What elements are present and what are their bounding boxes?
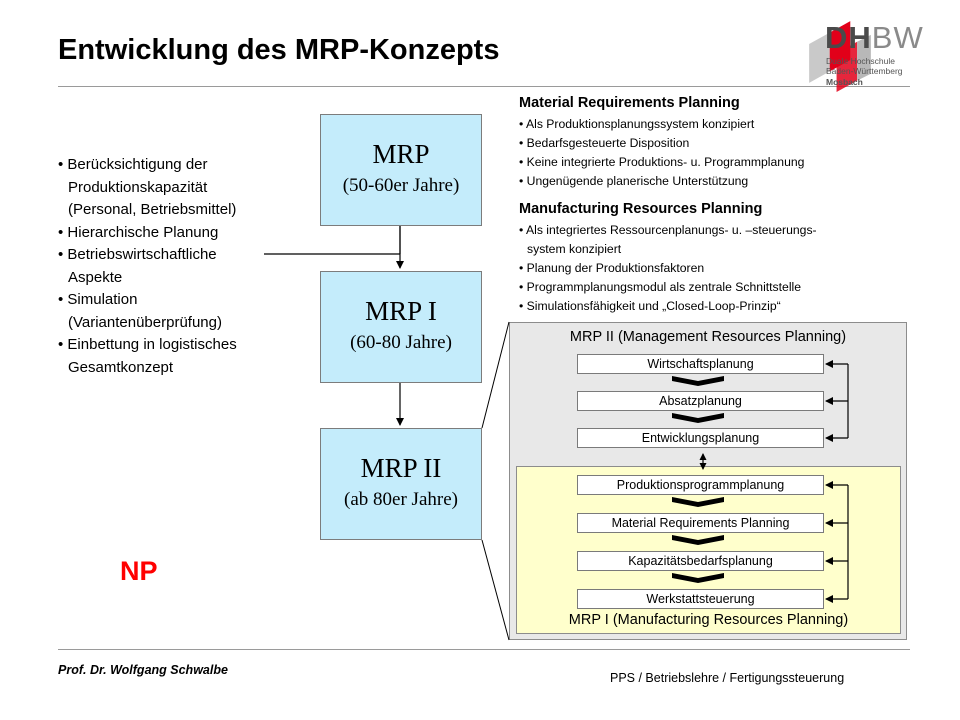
- chevron-down-icon: [672, 497, 724, 507]
- mrp2-box: MRP II (ab 80er Jahre): [320, 428, 482, 540]
- chevron-down-icon: [672, 535, 724, 545]
- mrp2-panel-title: MRP II (Management Resources Planning): [569, 329, 847, 345]
- left-feature-list: • Berücksichtigung der Produktionskapazi…: [58, 154, 298, 379]
- chevron-down-icon: [672, 376, 724, 386]
- footer-divider: [58, 649, 910, 650]
- mrp2-box-period: (ab 80er Jahre): [344, 489, 458, 510]
- footer-author: Prof. Dr. Wolfgang Schwalbe: [58, 663, 228, 677]
- list-item: • Hierarchische Planung: [58, 223, 219, 241]
- list-item: system konzipiert: [527, 242, 622, 256]
- list-item: • Betriebswirtschaftliche: [58, 246, 217, 263]
- mrp-feature-list: • Als Produktionsplanungssystem konzipie…: [519, 115, 804, 191]
- chevron-down-icon: [672, 413, 724, 423]
- logo-wordmark: DHBW: [825, 20, 924, 56]
- list-item: • Als integriertes Ressourcenplanungs- u…: [519, 223, 817, 237]
- list-item: • Planung der Produktionsfaktoren: [519, 261, 705, 275]
- list-item: • Ungenügende planerische Unterstützung: [519, 174, 749, 188]
- step-produktionsprogrammplanung: Produktionsprogrammplanung: [577, 475, 824, 495]
- mrp2-box-title: MRP II: [360, 453, 442, 483]
- np-mark: NP: [120, 556, 158, 586]
- header-divider: [58, 86, 910, 87]
- dhbw-logo-icon: [809, 21, 871, 92]
- logo-subline-2: Baden-Württemberg: [826, 66, 903, 76]
- list-item: • Simulation: [58, 291, 138, 308]
- mrp-box: MRP (50-60er Jahre): [320, 114, 482, 226]
- list-item: (Personal, Betriebsmittel): [68, 201, 237, 218]
- step-wirtschaftsplanung: Wirtschaftsplanung: [577, 354, 824, 374]
- list-item: Gesamtkonzept: [68, 358, 174, 376]
- logo-dh: DH: [825, 20, 872, 55]
- list-item: (Variantenüberprüfung): [68, 313, 222, 331]
- list-item: • Einbettung in logistisches: [58, 336, 237, 353]
- list-item: • Berücksichtigung der: [58, 156, 208, 173]
- list-item: • Als Produktionsplanungssystem konzipie…: [519, 117, 755, 131]
- step-entwicklungsplanung: Entwicklungsplanung: [577, 428, 824, 448]
- logo-bw: BW: [871, 20, 924, 55]
- step-absatzplanung: Absatzplanung: [577, 391, 824, 411]
- list-item: Produktionskapazität: [68, 178, 208, 196]
- mrp1-box: MRP I (60-80 Jahre): [320, 271, 482, 383]
- mrp1-box-period: (60-80 Jahre): [350, 332, 452, 353]
- list-item: • Programmplanungsmodul als zentrale Sch…: [519, 280, 802, 294]
- logo-subline-1: Duale Hochschule: [826, 56, 895, 66]
- footer-path: PPS / Betriebslehre / Fertigungssteuerun…: [610, 671, 845, 685]
- mrp-box-title: MRP: [372, 139, 430, 169]
- list-item: • Keine integrierte Produktions- u. Prog…: [519, 155, 805, 169]
- chevron-down-icon: [672, 573, 724, 583]
- mrp-box-period: (50-60er Jahre): [342, 175, 460, 196]
- list-item: Aspekte: [68, 268, 123, 286]
- page-title: Entwicklung des MRP-Konzepts: [58, 34, 500, 66]
- list-item: • Simulationsfähigkeit und „Closed-Loop-…: [519, 299, 781, 313]
- step-kapazitaetsbedarfsplanung: Kapazitätsbedarfsplanung: [577, 551, 824, 571]
- mrp1-box-title: MRP I: [365, 296, 437, 326]
- list-item: • Bedarfsgesteuerte Disposition: [519, 136, 690, 150]
- step-werkstattsteuerung: Werkstattsteuerung: [577, 589, 824, 609]
- mfg-feature-list: • Als integriertes Ressourcenplanungs- u…: [519, 221, 817, 316]
- logo-subline-3: Mosbach: [826, 77, 863, 87]
- mrp-heading: Material Requirements Planning: [519, 95, 740, 111]
- mfg-heading: Manufacturing Resources Planning: [519, 201, 763, 217]
- mrp1-panel-title: MRP I (Manufacturing Resources Planning): [568, 612, 849, 628]
- step-material-requirements-planning: Material Requirements Planning: [577, 513, 824, 533]
- connector-line: [264, 226, 404, 269]
